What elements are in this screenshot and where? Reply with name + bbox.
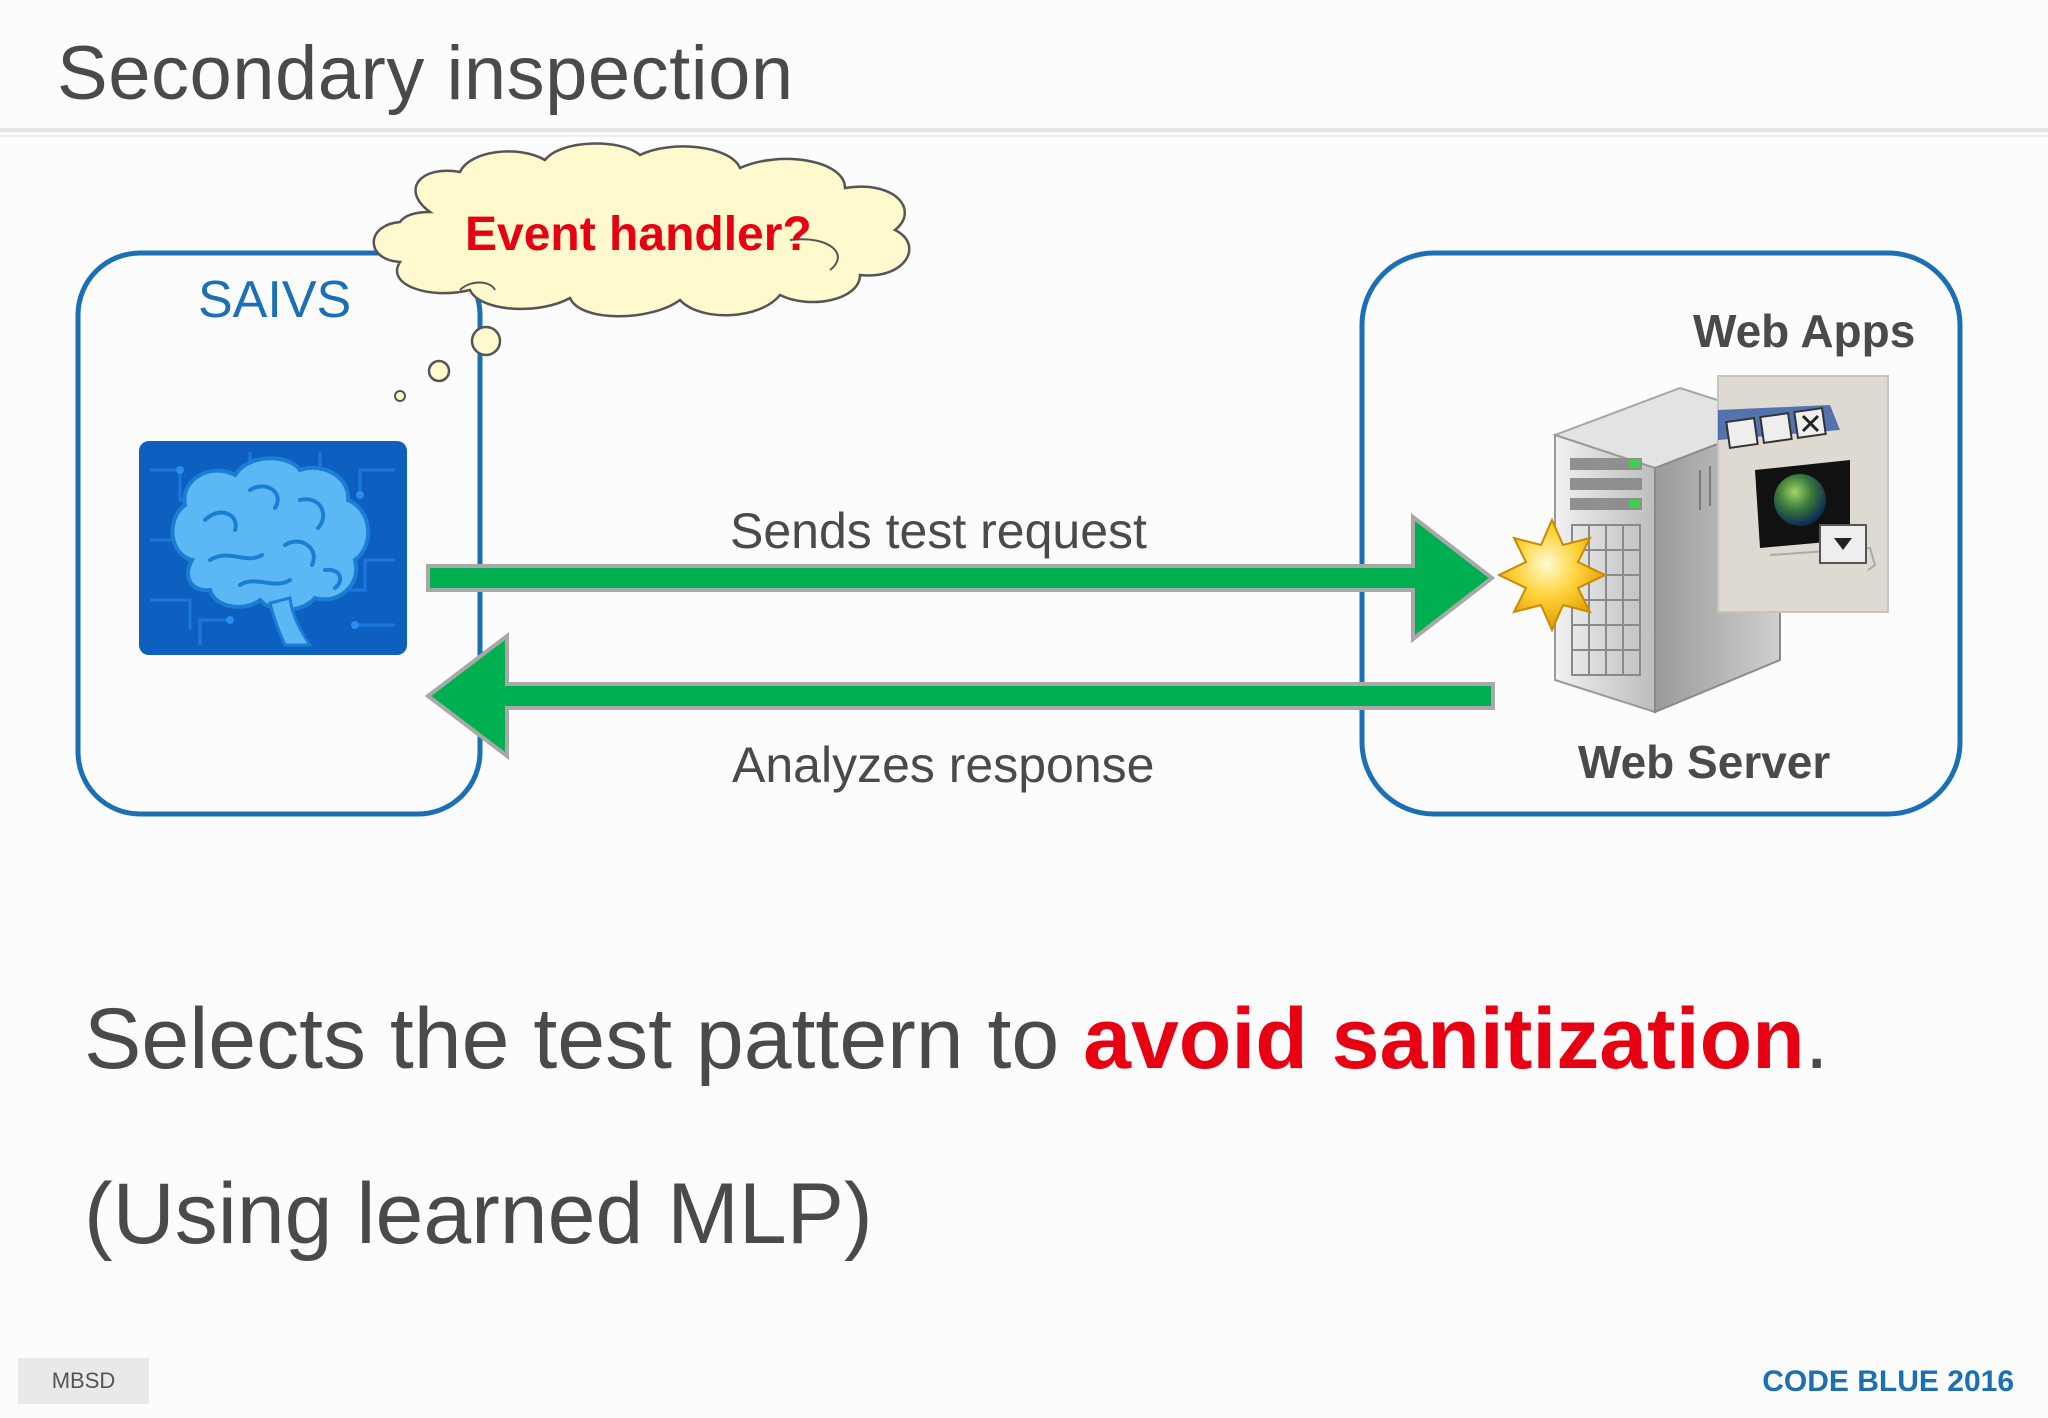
starburst-icon [1496,517,1608,633]
thought-bubble [372,142,911,402]
summary-note: (Using learned MLP) [84,1166,873,1262]
summary-prefix: Selects the test pattern to [84,991,1084,1087]
summary-emphasis: avoid sanitization [1083,991,1805,1087]
title-divider [0,128,2048,132]
application-window-icon [1717,375,1889,613]
footer-event-label: CODE BLUE 2016 [1762,1365,2014,1398]
web-apps-label: Web Apps [1693,305,1915,357]
request-label: Sends test request [730,503,1147,559]
response-arrow [424,631,1495,761]
title-divider-secondary [0,135,2048,137]
thought-bubble-text: Event handler? [465,208,812,261]
web-box [1359,250,1963,817]
page-title: Secondary inspection [57,31,794,116]
footer-org-badge: MBSD [18,1358,149,1404]
web-server-label: Web Server [1578,736,1830,788]
saivs-box [75,250,483,817]
summary-line: Selects the test pattern to avoid saniti… [84,990,1829,1089]
saivs-label: SAIVS [198,271,351,329]
brain-circuit-icon [139,441,407,655]
response-label: Analyzes response [732,737,1154,793]
summary-suffix: . [1804,991,1829,1087]
request-arrow [426,512,1496,644]
